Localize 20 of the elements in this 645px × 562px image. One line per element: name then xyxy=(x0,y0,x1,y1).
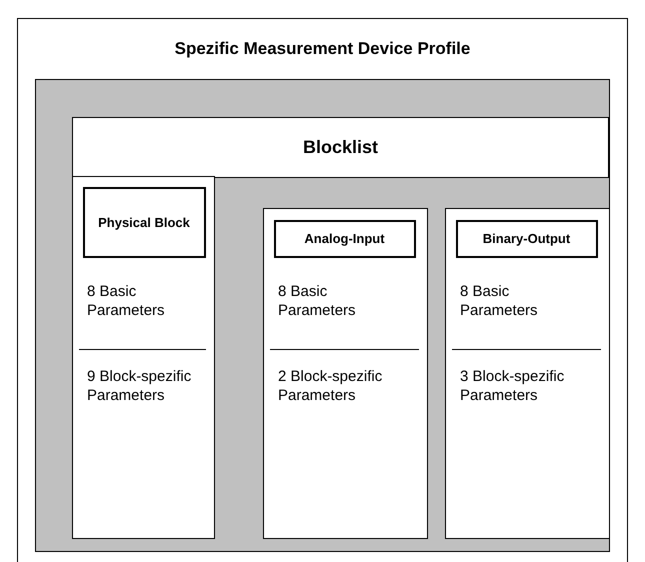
block-title: Physical Block xyxy=(98,214,190,230)
parameter-text: 8 Basic Parameters xyxy=(278,282,357,320)
block-heading-box xyxy=(82,186,206,258)
block-title: Binary-Output xyxy=(482,231,570,246)
blocklist-title: Blocklist xyxy=(302,137,378,158)
block-column xyxy=(72,176,215,539)
frame-heading: Spezific Measurement Device Profile xyxy=(174,39,472,59)
block-heading-box xyxy=(456,220,598,258)
blocklist-bar xyxy=(72,117,609,178)
parameter-text: 9 Block-spezific Parameters xyxy=(87,367,192,405)
block-column xyxy=(263,208,428,539)
diagram-frame xyxy=(17,18,628,562)
profile-panel xyxy=(34,78,610,552)
block-title: Analog-Input xyxy=(304,231,385,246)
parameter-text: 2 Block-spezific Parameters xyxy=(278,367,384,405)
parameter-text: 8 Basic Parameters xyxy=(87,282,166,320)
block-column xyxy=(445,208,610,539)
block-heading-box xyxy=(274,220,416,258)
parameter-text: 8 Basic Parameters xyxy=(460,282,539,320)
parameter-text: 3 Block-spezific Parameters xyxy=(460,367,566,405)
